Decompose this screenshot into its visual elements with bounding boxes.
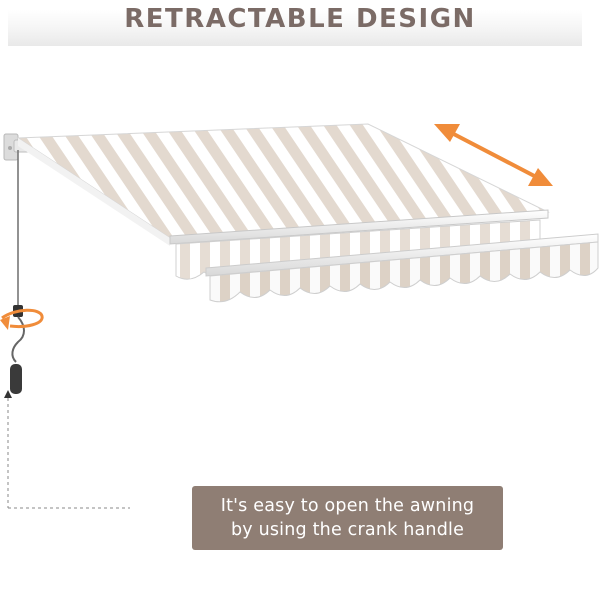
rotation-arrow-icon xyxy=(0,308,44,330)
caption-line-2: by using the crank handle xyxy=(230,520,465,540)
caption-line-1: It's easy to open the awning xyxy=(220,496,475,516)
caption-box: It's easy to open the awning by using th… xyxy=(192,486,503,550)
crank-handle xyxy=(10,150,25,394)
valance-outer xyxy=(209,241,599,303)
awning-canopy xyxy=(16,123,550,246)
title-banner xyxy=(8,10,582,46)
double-headed-arrow-icon xyxy=(434,124,553,186)
front-bar xyxy=(169,209,549,245)
guide-line xyxy=(4,390,130,509)
page-title: RETRACTABLE DESIGN xyxy=(124,4,476,34)
